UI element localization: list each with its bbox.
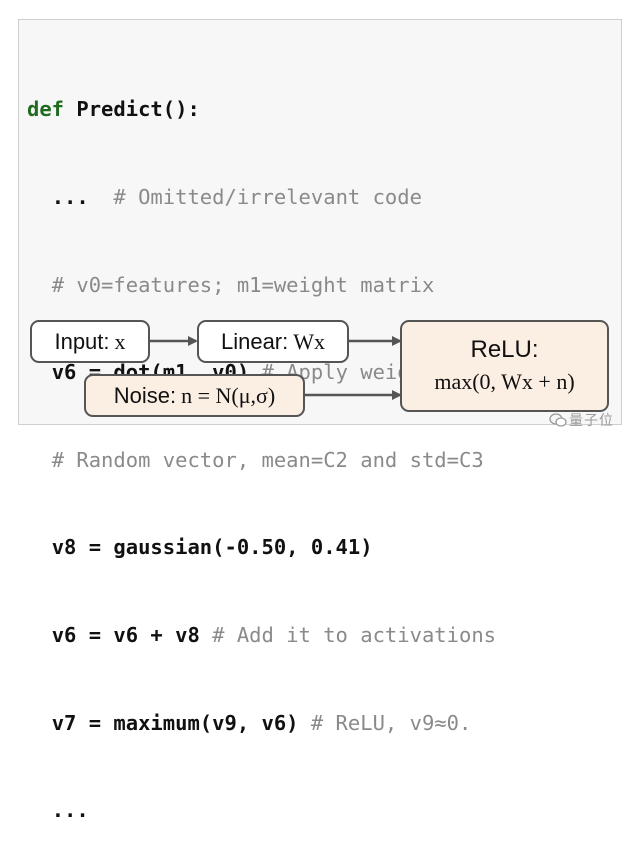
def-keyword: def: [27, 97, 65, 122]
code-line-maximum: v7 = maximum(v9, v6) # ReLU, v9≈0.: [27, 709, 496, 738]
ellipsis-end: ...: [51, 798, 89, 823]
code-line-add: v6 = v6 + v8 # Add it to activations: [27, 621, 496, 650]
watermark: 量子位: [549, 410, 614, 430]
diagram-arrows: [150, 336, 402, 400]
code-line-gaussian: v8 = gaussian(-0.50, 0.41): [27, 533, 496, 562]
linear-label: Linear:: [220, 328, 289, 354]
code-line-def: def Predict():: [27, 95, 496, 124]
noise-label: Noise:: [113, 382, 177, 408]
code-line-v0: # v0=features; m1=weight matrix: [27, 271, 496, 300]
statement-maximum: v7 = maximum(v9, v6): [51, 710, 299, 735]
relu-box: ReLU: max(0, Wx + n): [400, 320, 609, 412]
statement-add: v6 = v6 + v8: [51, 622, 200, 647]
code-line-random: # Random vector, mean=C2 and std=C3: [27, 446, 496, 475]
linear-expression: Wx: [293, 328, 326, 354]
input-label: Input:: [54, 328, 110, 354]
noise-box: Noise: n = N(μ,σ): [84, 374, 305, 417]
code-line-omitted: ... # Omitted/irrelevant code: [27, 183, 496, 212]
input-box: Input: x: [30, 320, 150, 363]
code-line-end: ...: [27, 796, 496, 825]
noise-expression: n = N(μ,σ): [181, 382, 276, 408]
ellipsis-statement: ...: [51, 185, 89, 209]
relu-expression: max(0, Wx + n): [434, 369, 575, 394]
function-signature: Predict():: [76, 97, 200, 122]
comment-random: # Random vector, mean=C2 and std=C3: [51, 447, 484, 472]
wechat-icon: [549, 413, 567, 427]
watermark-text: 量子位: [569, 413, 614, 429]
linear-box: Linear: Wx: [197, 320, 349, 363]
comment-add: # Add it to activations: [212, 622, 497, 647]
input-variable: x: [114, 328, 126, 354]
statement-gaussian: v8 = gaussian(-0.50, 0.41): [51, 535, 373, 560]
comment-relu: # ReLU, v9≈0.: [310, 710, 472, 735]
comment-features: # v0=features; m1=weight matrix: [51, 272, 435, 297]
comment-omitted: # Omitted/irrelevant code: [113, 185, 422, 209]
relu-label: ReLU:: [470, 336, 539, 363]
